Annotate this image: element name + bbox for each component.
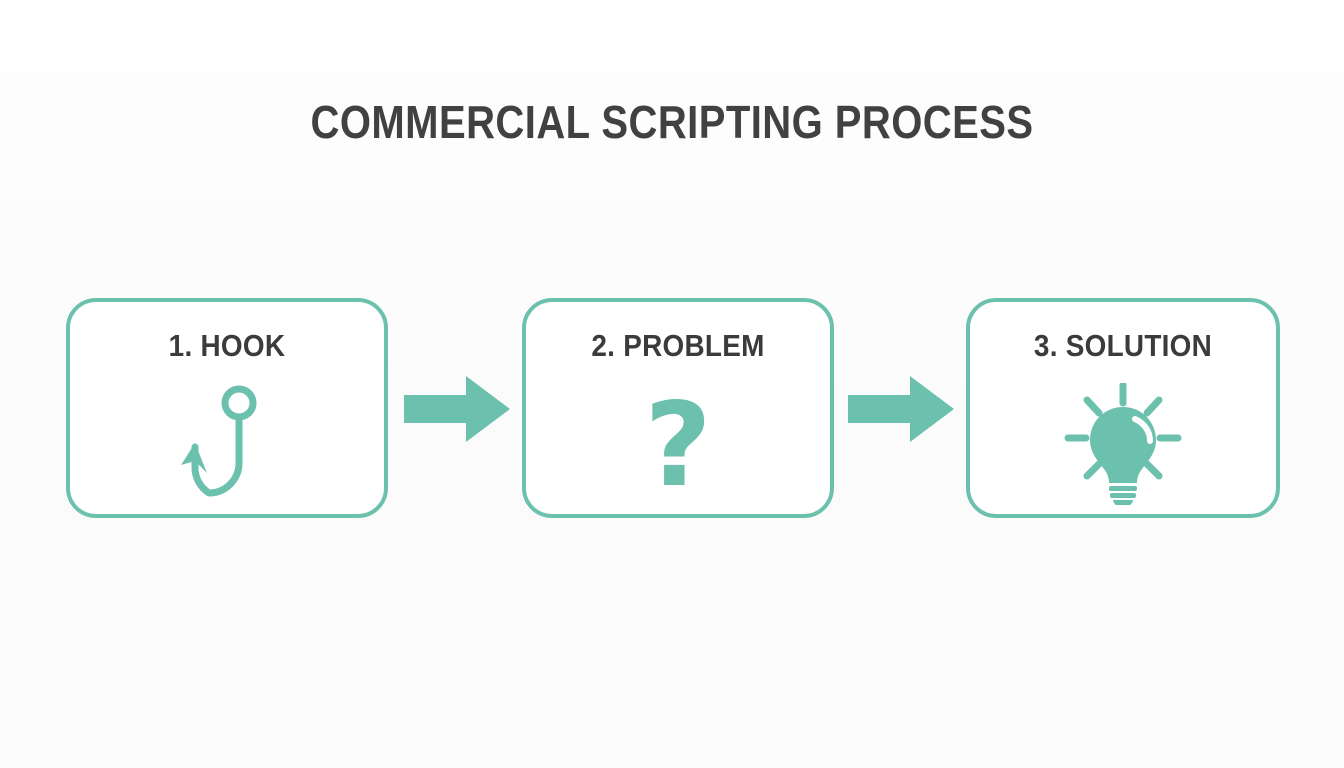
step-card-problem[interactable]: 2. PROBLEM ? [522, 298, 834, 518]
page-title: COMMERCIAL SCRIPTING PROCESS [310, 96, 1034, 148]
step-card-solution[interactable]: 3. SOLUTION [966, 298, 1280, 518]
step-label-hook: 1. HOOK [168, 328, 286, 363]
step-icon-wrap-solution [970, 380, 1276, 508]
lightbulb-icon [1064, 383, 1182, 505]
step-card-hook[interactable]: 1. HOOK [66, 298, 388, 518]
step-icon-wrap-hook [70, 380, 384, 508]
process-flow: 1. HOOK 2. PROBLEM ? [66, 298, 1280, 520]
fishing-hook-icon [181, 385, 257, 497]
connector-arrow-1 [404, 376, 510, 442]
arrow-right-icon [404, 376, 510, 442]
step-label-solution: 3. SOLUTION [1033, 328, 1213, 363]
lightbulb-highlight-icon [1132, 416, 1153, 444]
connector-arrow-2 [848, 376, 954, 442]
step-icon-wrap-problem: ? [526, 380, 830, 508]
hook-barb-icon [181, 443, 207, 473]
step-label-problem: 2. PROBLEM [591, 328, 765, 363]
question-mark-icon: ? [644, 378, 712, 513]
arrow-right-icon [848, 376, 954, 442]
lightbulb-base-icon [1109, 486, 1137, 505]
